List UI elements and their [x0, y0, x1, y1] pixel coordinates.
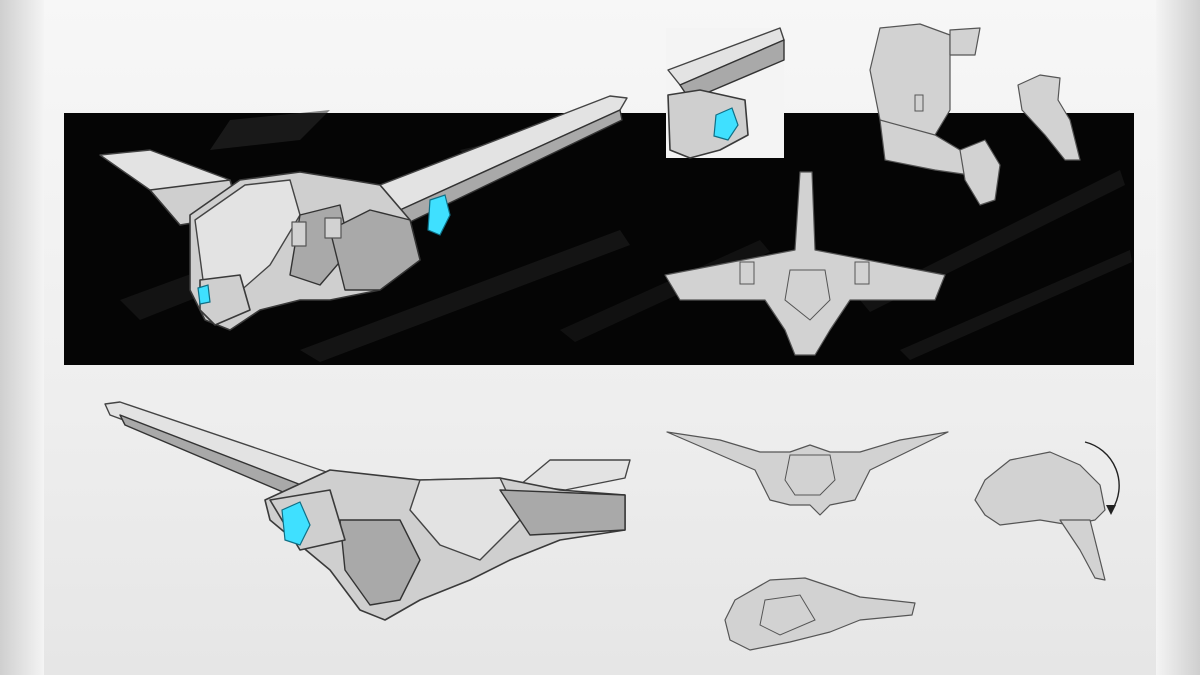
- detail-side-sketch: [724, 577, 916, 651]
- ship-topview-flat: [664, 171, 946, 356]
- ship-render-bottom: [104, 401, 631, 621]
- ship-render-top: [99, 95, 628, 331]
- detail-limb-sketch: [869, 23, 1081, 206]
- ship-frontview-sketch: [666, 431, 949, 516]
- detail-wing-glow: [666, 27, 785, 159]
- detail-limb-rotation: [974, 441, 1120, 581]
